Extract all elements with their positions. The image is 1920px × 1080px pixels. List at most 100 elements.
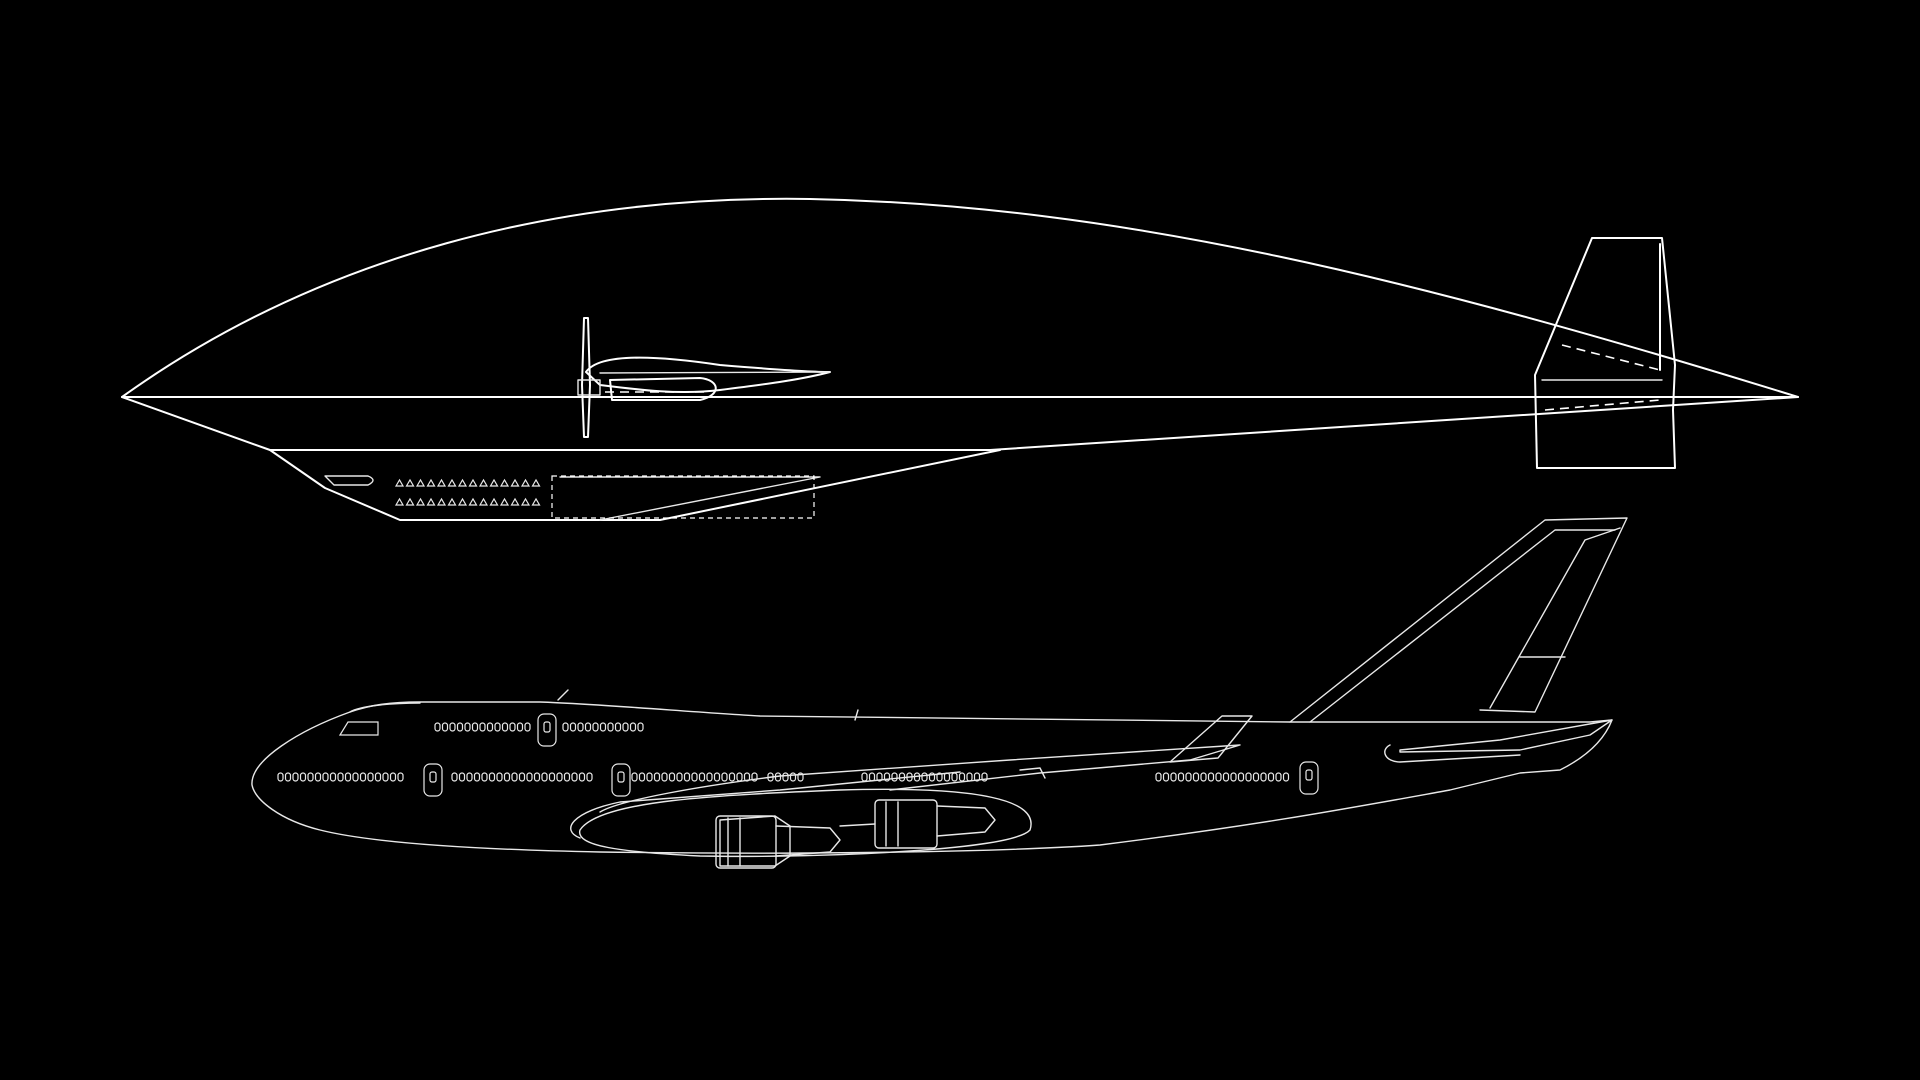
jet-window bbox=[578, 772, 586, 782]
jet-window bbox=[981, 772, 988, 782]
jet-window bbox=[1252, 772, 1260, 782]
jet-window bbox=[516, 722, 524, 732]
jet-window bbox=[614, 722, 622, 732]
airship-window bbox=[478, 497, 489, 506]
jet-window bbox=[352, 772, 359, 782]
jet-window bbox=[511, 772, 518, 782]
jet-window bbox=[1207, 772, 1215, 782]
jet-door-window bbox=[617, 771, 625, 783]
jet-window bbox=[464, 722, 471, 732]
jet-window bbox=[397, 772, 404, 782]
jet-window bbox=[329, 772, 337, 782]
jet-window bbox=[1245, 772, 1252, 782]
jet-wing-icon bbox=[570, 715, 1253, 858]
jet-window bbox=[661, 772, 668, 782]
jumbo-jet-outline-icon bbox=[251, 517, 1628, 869]
jet-window bbox=[524, 722, 531, 732]
jet-window bbox=[473, 772, 481, 782]
jet-window bbox=[876, 772, 883, 782]
jet-window bbox=[533, 772, 541, 782]
jet-window bbox=[509, 722, 516, 732]
jet-doors bbox=[423, 713, 1319, 797]
jet-window bbox=[1222, 772, 1230, 782]
airship-window bbox=[531, 497, 541, 506]
jet-window bbox=[1215, 772, 1222, 782]
jet-engine-inner-icon bbox=[715, 815, 841, 869]
jet-door bbox=[537, 713, 557, 747]
airship-window bbox=[415, 478, 426, 487]
jet-window bbox=[599, 722, 607, 732]
jet-window bbox=[797, 772, 804, 782]
jet-window bbox=[337, 772, 344, 782]
airship-window bbox=[489, 497, 499, 506]
jet-window bbox=[577, 722, 584, 732]
jet-winglet bbox=[1169, 715, 1253, 763]
jet-window bbox=[466, 772, 473, 782]
jet-window bbox=[458, 772, 466, 782]
jet-window bbox=[382, 772, 389, 782]
jet-window bbox=[646, 772, 653, 782]
airship-window bbox=[447, 497, 457, 506]
jet-window bbox=[936, 772, 943, 782]
jet-window bbox=[1237, 772, 1245, 782]
jet-window bbox=[782, 772, 789, 782]
jet-window bbox=[494, 722, 501, 732]
airship-window bbox=[415, 497, 426, 506]
airship-tail-fin-icon bbox=[1534, 237, 1676, 469]
jet-window bbox=[868, 772, 876, 782]
jet-window bbox=[471, 722, 479, 732]
airship-window bbox=[531, 478, 541, 487]
jet-window bbox=[277, 772, 284, 782]
airship-window bbox=[520, 478, 531, 487]
jet-window bbox=[449, 722, 456, 732]
airship-window bbox=[436, 478, 447, 487]
jet-window bbox=[541, 772, 548, 782]
jet-window bbox=[488, 772, 496, 782]
jet-window bbox=[1162, 772, 1170, 782]
airship-window bbox=[468, 478, 478, 487]
jet-window bbox=[307, 772, 314, 782]
jet-window bbox=[1170, 772, 1177, 782]
jet-window bbox=[706, 772, 713, 782]
jet-window bbox=[479, 722, 486, 732]
jet-window bbox=[518, 772, 526, 782]
airship-window bbox=[499, 497, 510, 506]
airship-window bbox=[489, 478, 499, 487]
jet-window bbox=[637, 722, 644, 732]
airship-engine-icon bbox=[577, 317, 831, 438]
airship-window bbox=[510, 478, 520, 487]
airship-passenger-windows bbox=[394, 478, 541, 506]
jet-window bbox=[569, 722, 577, 732]
airship-cargo-bay bbox=[551, 475, 815, 519]
jet-vertical-tail-icon bbox=[1289, 517, 1628, 723]
jet-window bbox=[607, 722, 614, 732]
jet-window bbox=[683, 772, 691, 782]
jet-window bbox=[951, 772, 958, 782]
airship-window bbox=[426, 478, 436, 487]
jet-window bbox=[1177, 772, 1185, 782]
jet-window bbox=[736, 772, 743, 782]
jet-window bbox=[721, 772, 728, 782]
jet-window bbox=[451, 772, 458, 782]
jet-window bbox=[973, 772, 981, 782]
jet-window bbox=[921, 772, 928, 782]
jet-door bbox=[611, 763, 631, 797]
airship-hull-bottom bbox=[121, 396, 1799, 451]
jet-window bbox=[861, 772, 868, 782]
jet-window bbox=[374, 772, 382, 782]
jet-window bbox=[563, 772, 571, 782]
jet-window bbox=[434, 722, 441, 732]
jet-window bbox=[344, 772, 352, 782]
airship-cockpit-window bbox=[324, 475, 374, 486]
jet-window bbox=[481, 772, 488, 782]
jet-window bbox=[638, 772, 646, 782]
jet-window bbox=[562, 722, 569, 732]
airship-window bbox=[478, 478, 489, 487]
jet-window bbox=[548, 772, 556, 782]
jet-window bbox=[571, 772, 578, 782]
jet-window bbox=[751, 772, 758, 782]
jet-window bbox=[631, 772, 638, 782]
airship-gondola-keel bbox=[559, 476, 821, 521]
jet-window bbox=[653, 772, 661, 782]
